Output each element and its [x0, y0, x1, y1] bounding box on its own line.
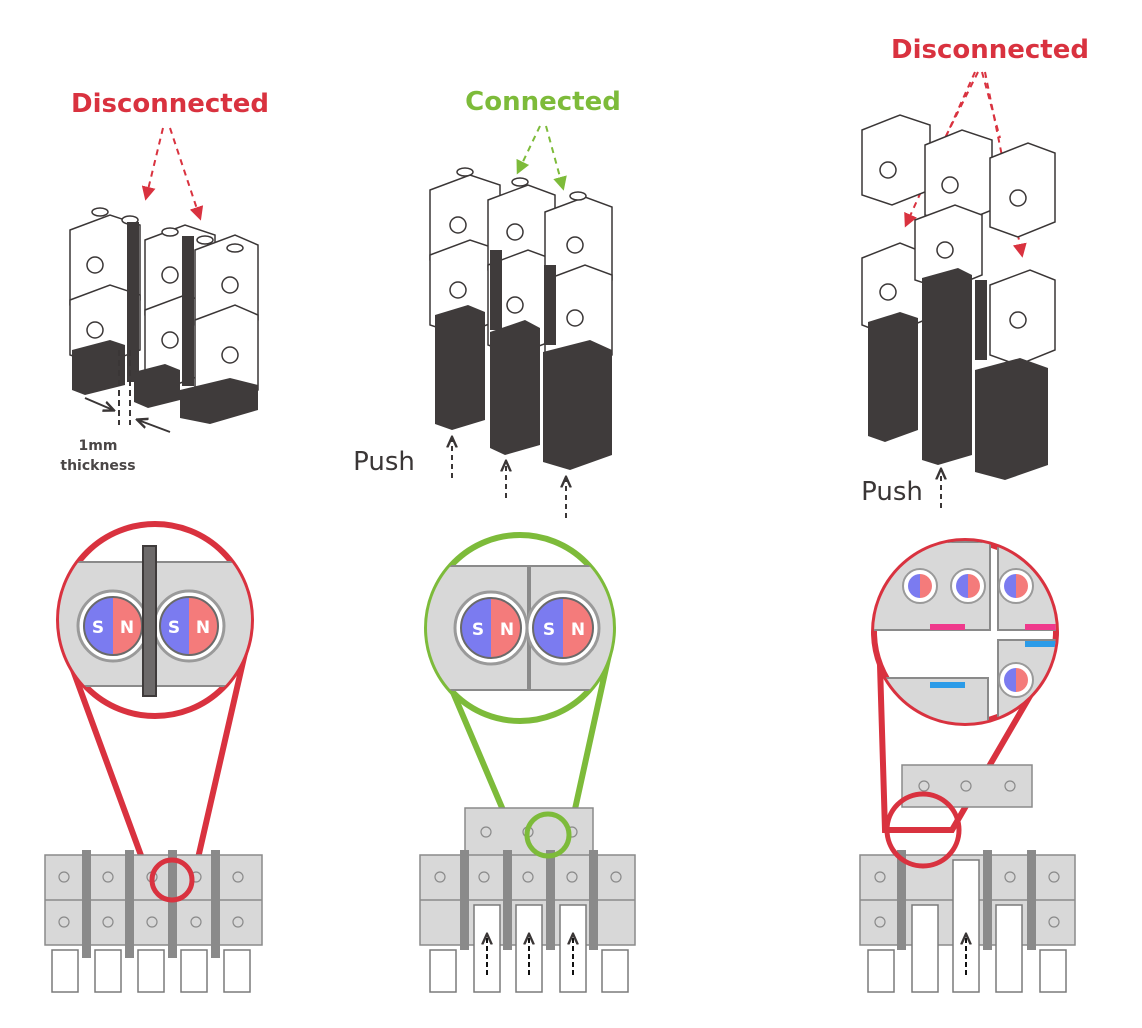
front-view: [859, 764, 1076, 993]
base-bar: [180, 378, 258, 424]
magnifier: S N S N: [424, 532, 616, 853]
base-bar: [134, 364, 180, 408]
panel-disconnected-offset: Disconnected Push: [859, 35, 1089, 993]
magnet-pole-label: N: [571, 620, 585, 640]
base-bar: [922, 268, 972, 465]
push-label: Push: [353, 447, 415, 477]
base-bar: [490, 320, 540, 455]
magnet-pole-label: S: [472, 620, 484, 640]
magnet-pole-label: S: [168, 618, 180, 638]
block-stack: [69, 207, 259, 406]
panel-disconnected-separator: Disconnected 1mm thickness: [44, 89, 269, 993]
magnet-pole-label: N: [500, 620, 514, 640]
indicator-arrow: [169, 127, 204, 221]
front-view: [419, 807, 636, 993]
gap-label: 1mm: [79, 438, 118, 454]
magnet-pole-label: N: [120, 618, 134, 638]
base-bar: [435, 305, 485, 430]
separator-plate: [127, 222, 139, 382]
indicator-arrow: [545, 125, 567, 191]
state-label-connected: Connected: [465, 87, 621, 117]
state-label-disconnected: Disconnected: [891, 35, 1089, 65]
front-view: [44, 850, 263, 993]
magnet-pole-label: S: [92, 618, 104, 638]
base-bar: [543, 340, 612, 470]
gap-label: thickness: [60, 458, 135, 474]
base-bar: [72, 340, 125, 395]
magnifier: S N S N: [56, 521, 254, 883]
state-label-disconnected: Disconnected: [71, 89, 269, 119]
magnet-pole-label: S: [543, 620, 555, 640]
panel-connected: Connected Push: [353, 87, 636, 993]
base-bar: [975, 358, 1048, 480]
indicator-arrow: [516, 125, 541, 175]
magnet-pole-label: N: [196, 618, 210, 638]
separator-plate: [142, 545, 157, 697]
push-label: Push: [861, 477, 923, 507]
separator-plate: [182, 236, 194, 386]
indicator-arrow: [141, 127, 164, 201]
indicator-arrow: [904, 71, 976, 228]
base-bar: [868, 312, 918, 442]
block-stack: [861, 114, 1056, 366]
